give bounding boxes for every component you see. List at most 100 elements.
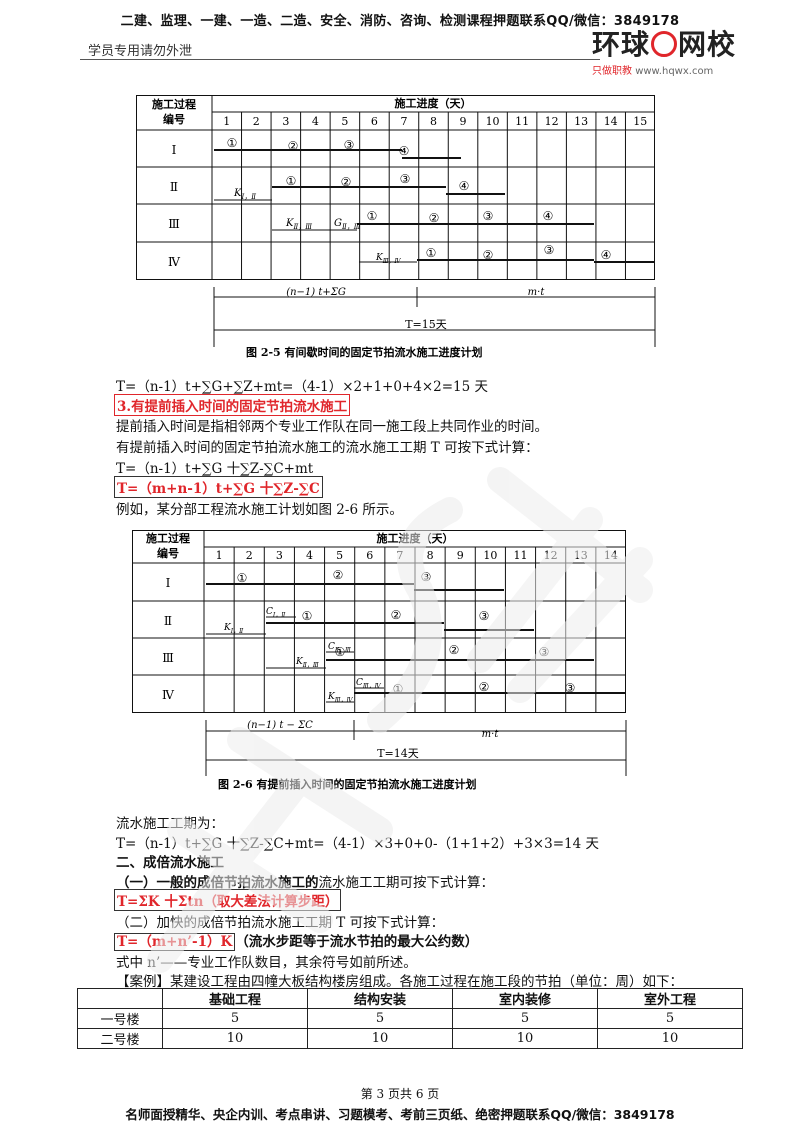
table-cell: 5: [307, 1008, 453, 1029]
svg-text:①: ①: [286, 174, 297, 188]
f1-day-label: 5: [341, 115, 348, 128]
f1-day-label: 12: [545, 115, 559, 128]
table-header-cell: 室内装修: [452, 988, 598, 1009]
logo-tagline: 只做职教: [592, 66, 632, 77]
brand-logo: 环球网校 只做职教 www.hqwx.com: [592, 30, 742, 80]
svg-text:③: ③: [483, 209, 494, 223]
svg-text:④: ④: [459, 179, 470, 193]
svg-text:KⅠ，Ⅱ: KⅠ，Ⅱ: [233, 188, 256, 201]
logo-prefix: 环球: [592, 28, 651, 61]
formula-6-note: （流水步距等于流水节拍的最大公约数）: [235, 934, 479, 950]
svg-text:②: ②: [333, 568, 344, 582]
f1-day-label: 10: [486, 115, 500, 128]
f1-caption: 图 2-5 有间歇时间的固定节拍流水施工进度计划: [246, 345, 483, 359]
table-header-cell: 基础工程: [162, 988, 308, 1009]
f2-day-label: 12: [544, 549, 558, 562]
svg-text:③: ③: [544, 243, 555, 257]
f1-row-label: Ⅳ: [168, 255, 181, 269]
f2-k23: K: [295, 657, 304, 667]
paragraph-2: 有提前插入时间的固定节拍流水施工的流水施工工期 T 可按下式计算：: [116, 440, 539, 456]
svg-text:②: ②: [449, 643, 460, 657]
f1-day-label: 15: [633, 115, 647, 128]
table-cell: 二号楼: [77, 1028, 163, 1049]
svg-text:CⅠ，Ⅱ: CⅠ，Ⅱ: [266, 607, 286, 619]
f1-day-label: 4: [312, 115, 319, 128]
f2-day-label: 6: [366, 549, 373, 562]
paragraph-3: 例如，某分部工程流水施工计划如图 2-6 所示。: [116, 502, 403, 518]
svg-text:①: ①: [426, 246, 437, 260]
f1-dim-total: T=15天: [405, 318, 447, 331]
f1-k34: K: [375, 253, 384, 263]
svg-text:③: ③: [421, 570, 432, 584]
f1-dim-right: m·t: [528, 287, 546, 298]
table-header-cell: [77, 988, 163, 1009]
f2-row-label: Ⅳ: [162, 688, 175, 702]
formula-6: T=（m+n’-1）K: [114, 933, 236, 951]
f2-day-label: 2: [246, 549, 253, 562]
f2-c23-sub: Ⅱ，Ⅲ: [334, 647, 351, 654]
header-divider: [80, 59, 600, 60]
f2-k23-sub: Ⅱ，Ⅲ: [302, 662, 319, 669]
subsection-2: （二）加快的成倍节拍流水施工工期 T 可按下式计算：: [116, 915, 445, 931]
table-row: 二号楼 10 10 10 10: [77, 1028, 743, 1049]
paragraph-4: 流水施工工期为：: [116, 816, 224, 832]
table-cell: 10: [307, 1028, 453, 1049]
f1-progress-header: 施工进度（天）: [395, 96, 472, 110]
paragraph-6: 【案例】某建设工程由四幢大板结构楼房组成。各施工过程在施工段的节拍（单位：周）如…: [116, 974, 683, 990]
svg-text:GⅡ，Ⅲ: GⅡ，Ⅲ: [334, 218, 361, 231]
f1-day-label: 1: [223, 115, 230, 128]
f2-progress-header: 施工进度（天）: [377, 531, 454, 545]
svg-text:KⅢ，Ⅳ: KⅢ，Ⅳ: [327, 692, 354, 704]
f1-k34-sub: Ⅲ，Ⅳ: [382, 258, 402, 265]
f2-k12: K: [223, 623, 232, 633]
svg-text:KⅢ，Ⅳ: KⅢ，Ⅳ: [375, 253, 402, 265]
svg-text:③: ③: [565, 681, 576, 695]
formula-5: T=ΣK 十Σtn（取大差法计算步距）: [114, 889, 342, 911]
f2-col-header-2: 编号: [157, 546, 179, 560]
svg-text:KⅡ，Ⅲ: KⅡ，Ⅲ: [285, 218, 312, 231]
formula-4: T=（n-1）t+∑G 十∑Z-∑C+mt=（4-1）×3+0+0-（1+1+2…: [116, 836, 599, 852]
f2-dim-total: T=14天: [377, 747, 419, 760]
f2-k12-sub: Ⅰ，Ⅱ: [230, 628, 244, 635]
f2-day-label: 3: [276, 549, 283, 562]
svg-text:②: ②: [483, 248, 494, 262]
f1-k12-sub: Ⅰ，Ⅱ: [240, 193, 256, 201]
logo-suffix: 网校: [678, 28, 737, 61]
f2-day-label: 5: [336, 549, 343, 562]
f2-caption: 图 2-6 有提前插入时间的固定节拍流水施工进度计划: [218, 777, 477, 791]
subsection-1: （一）一般的成倍节拍流水施工的流水施工工期可按下式计算：: [116, 871, 494, 891]
table-cell: 5: [162, 1008, 308, 1029]
f2-dim-left: (n−1) t − ΣC: [247, 720, 313, 731]
svg-text:②: ②: [288, 139, 299, 153]
f2-day-label: 10: [483, 549, 497, 562]
f2-day-label: 1: [216, 549, 223, 562]
page-number: 第 3 页共 6 页: [360, 1087, 440, 1101]
svg-text:④: ④: [601, 248, 612, 262]
f1-g23-sub: Ⅱ，Ⅲ: [341, 223, 361, 231]
f1-row-label: Ⅱ: [170, 180, 178, 194]
table-cell: 5: [597, 1008, 743, 1029]
svg-text:③: ③: [539, 645, 550, 659]
f2-day-label: 14: [604, 549, 618, 562]
f2-day-label: 4: [306, 549, 313, 562]
svg-text:②: ②: [429, 211, 440, 225]
f1-col-header-1: 施工过程: [152, 97, 196, 111]
svg-text:①: ①: [237, 571, 248, 585]
svg-text:②: ②: [341, 175, 352, 189]
section-3-title: 3.有提前插入时间的固定节拍流水施工: [114, 394, 351, 416]
f2-c12-sub: Ⅰ，Ⅱ: [272, 612, 286, 619]
svg-text:④: ④: [543, 209, 554, 223]
f1-row-label: Ⅲ: [168, 217, 180, 231]
table-cell: 5: [452, 1008, 598, 1029]
f2-day-label: 8: [427, 549, 434, 562]
paragraph-1: 提前插入时间是指相邻两个专业工作队在同一施工段上共同作业的时间。: [116, 419, 548, 435]
svg-text:CⅡ，Ⅲ: CⅡ，Ⅲ: [328, 642, 351, 654]
f1-day-label: 14: [604, 115, 618, 128]
f1-day-label: 2: [253, 115, 260, 128]
f1-dim-left: (n−1) t+ΣG: [286, 287, 346, 298]
f1-day-label: 9: [460, 115, 467, 128]
f1-day-label: 13: [574, 115, 588, 128]
f2-c34: C: [356, 678, 363, 688]
logo-url: www.hqwx.com: [635, 66, 714, 77]
svg-text:③: ③: [400, 172, 411, 186]
